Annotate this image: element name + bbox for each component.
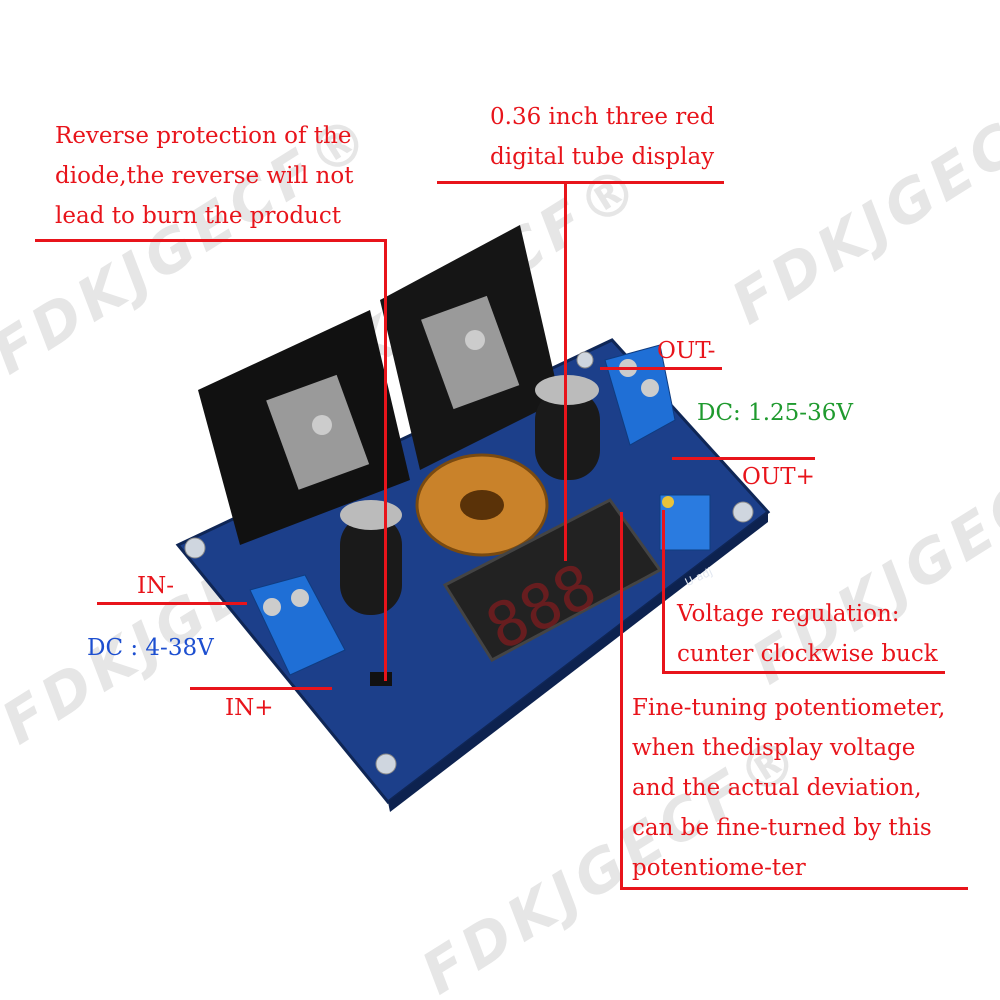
label-line: Reverse protection of the: [55, 123, 352, 149]
out-minus-label: OUT-: [657, 338, 716, 364]
in-plus-label: IN+: [225, 695, 274, 721]
leader-line: [662, 510, 665, 673]
leader-line: [564, 181, 567, 561]
mount-hole: [375, 753, 397, 775]
input-range-label: DC : 4-38V: [87, 635, 214, 661]
leader-line: [620, 512, 623, 890]
heatsink-right: [380, 225, 560, 470]
leader-line: [97, 602, 247, 605]
label-line: when thedisplay voltage: [632, 735, 916, 761]
fine-tuning-label: Fine-tuning potentiometer, when thedispl…: [632, 688, 945, 888]
capacitor: [535, 375, 600, 480]
leader-line: [437, 181, 724, 184]
heatsink-left: [198, 310, 410, 545]
leader-line: [35, 239, 387, 242]
leader-line: [190, 687, 332, 690]
leader-line: [384, 239, 387, 681]
label-line: cunter clockwise buck: [677, 641, 938, 667]
protection-diode: [370, 672, 392, 686]
label-line: can be fine-turned by this: [632, 815, 932, 841]
reverse-protection-label: Reverse protection of the diode,the reve…: [55, 116, 353, 236]
inductor: [415, 453, 549, 557]
pcb-edge: [388, 512, 768, 812]
mount-hole: [576, 351, 594, 369]
voltage-regulation-label: Voltage regulation: cunter clockwise buc…: [677, 594, 938, 674]
label-line: lead to burn the product: [55, 203, 341, 229]
leader-line: [672, 457, 815, 460]
output-range-label: DC: 1.25-36V: [697, 400, 853, 426]
mount-hole: [732, 501, 754, 523]
out-plus-label: OUT+: [742, 464, 815, 490]
capacitor: [340, 500, 402, 615]
label-line: digital tube display: [490, 144, 715, 170]
leader-line: [662, 671, 945, 674]
label-line: Voltage regulation:: [677, 601, 900, 627]
leader-line: [620, 887, 968, 890]
label-line: and the actual deviation,: [632, 775, 922, 801]
label-line: potentiome-ter: [632, 855, 806, 881]
mount-hole: [184, 537, 206, 559]
label-line: Fine-tuning potentiometer,: [632, 695, 946, 721]
leader-line: [600, 367, 722, 370]
display-label: 0.36 inch three red digital tube display: [490, 97, 715, 177]
in-minus-label: IN-: [137, 573, 174, 599]
label-line: diode,the reverse will not: [55, 163, 354, 189]
output-terminal: [604, 344, 676, 446]
potentiometer: [659, 494, 711, 551]
label-line: 0.36 inch three red: [490, 104, 715, 130]
input-terminal: [249, 574, 346, 676]
